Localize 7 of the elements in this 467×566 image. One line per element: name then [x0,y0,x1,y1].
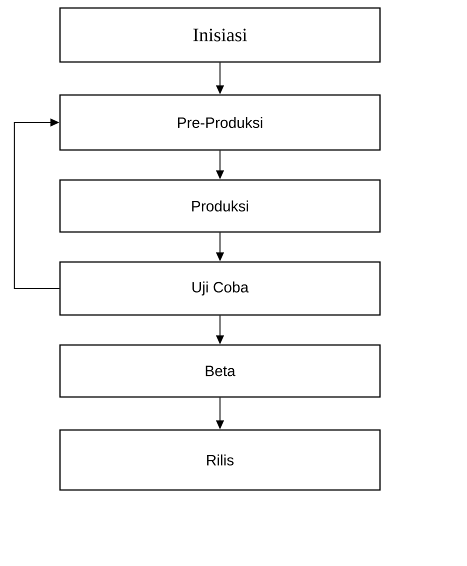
process-box: Uji Coba [59,261,381,316]
process-box: Pre-Produksi [59,94,381,151]
process-box: Produksi [59,179,381,233]
arrow [14,118,60,289]
process-box: Beta [59,344,381,398]
process-box: Inisiasi [59,7,381,63]
process-box: Rilis [59,429,381,491]
